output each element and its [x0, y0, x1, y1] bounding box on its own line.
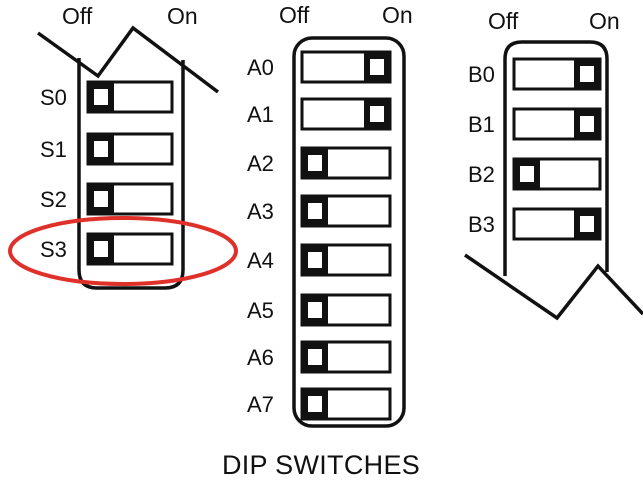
- switch-label-s3: S3: [40, 237, 67, 262]
- bank-s-off-label: Off: [62, 3, 93, 29]
- switch-knob-s1[interactable]: [88, 135, 114, 163]
- dip-switch-a0[interactable]: A0: [247, 50, 392, 84]
- dip-switch-a4[interactable]: A4: [247, 243, 392, 277]
- dip-switch-s3[interactable]: S3: [40, 232, 174, 266]
- switch-knob-a5[interactable]: [302, 296, 328, 324]
- dip-switch-s2[interactable]: S2: [40, 182, 174, 216]
- switch-knob-a7[interactable]: [302, 390, 328, 418]
- switch-label-s0: S0: [40, 85, 67, 110]
- bank-a-housing-outline: [292, 36, 406, 428]
- switch-knob-s3[interactable]: [88, 235, 114, 263]
- bank-s-on-label: On: [167, 3, 198, 29]
- switch-knob-a0[interactable]: [364, 53, 390, 81]
- switch-label-b2: B2: [468, 162, 495, 187]
- bank-b-housing-outline: [464, 40, 643, 321]
- switch-label-a4: A4: [247, 248, 274, 273]
- switch-knob-a1[interactable]: [364, 100, 390, 128]
- dip-switch-a3[interactable]: A3: [247, 194, 392, 228]
- dip-switch-a2[interactable]: A2: [247, 146, 392, 180]
- switch-label-a6: A6: [247, 345, 274, 370]
- switch-label-a0: A0: [247, 55, 274, 80]
- switch-knob-s0[interactable]: [88, 83, 114, 111]
- switch-knob-s2[interactable]: [88, 185, 114, 213]
- s3-highlight-circle: [8, 216, 238, 286]
- switch-knob-a3[interactable]: [302, 197, 328, 225]
- dip-switch-b2[interactable]: B2: [468, 157, 602, 191]
- dip-switch-a1[interactable]: A1: [247, 97, 392, 131]
- diagram-title: DIP SWITCHES: [222, 450, 420, 480]
- switch-label-b1: B1: [468, 112, 495, 137]
- switch-label-s1: S1: [40, 137, 67, 162]
- switch-knob-a2[interactable]: [302, 149, 328, 177]
- switch-knob-b0[interactable]: [574, 60, 600, 88]
- dip-switch-s0[interactable]: S0: [40, 80, 174, 114]
- switch-knob-b1[interactable]: [574, 110, 600, 138]
- switch-label-a1: A1: [247, 102, 274, 127]
- switch-knob-a6[interactable]: [302, 343, 328, 371]
- switch-knob-a4[interactable]: [302, 246, 328, 274]
- dip-switch-s1[interactable]: S1: [40, 132, 174, 166]
- dip-switch-b0[interactable]: B0: [468, 57, 602, 91]
- dip-switch-a6[interactable]: A6: [247, 340, 392, 374]
- switch-knob-b3[interactable]: [574, 210, 600, 238]
- dip-switch-a7[interactable]: A7: [247, 387, 392, 421]
- switch-label-a7: A7: [247, 392, 274, 417]
- bank-a-off-label: Off: [279, 2, 310, 28]
- switch-knob-b2[interactable]: [514, 160, 540, 188]
- switch-label-b3: B3: [468, 212, 495, 237]
- bank-b-off-label: Off: [488, 8, 519, 34]
- switch-label-a3: A3: [247, 199, 274, 224]
- dip-switch-a5[interactable]: A5: [247, 293, 392, 327]
- bank-a-on-label: On: [382, 2, 413, 28]
- bank-b-on-label: On: [589, 8, 620, 34]
- dip-switch-b3[interactable]: B3: [468, 207, 602, 241]
- switch-label-a5: A5: [247, 298, 274, 323]
- switch-label-s2: S2: [40, 187, 67, 212]
- switch-label-a2: A2: [247, 151, 274, 176]
- dip-switch-b1[interactable]: B1: [468, 107, 602, 141]
- switch-label-b0: B0: [468, 62, 495, 87]
